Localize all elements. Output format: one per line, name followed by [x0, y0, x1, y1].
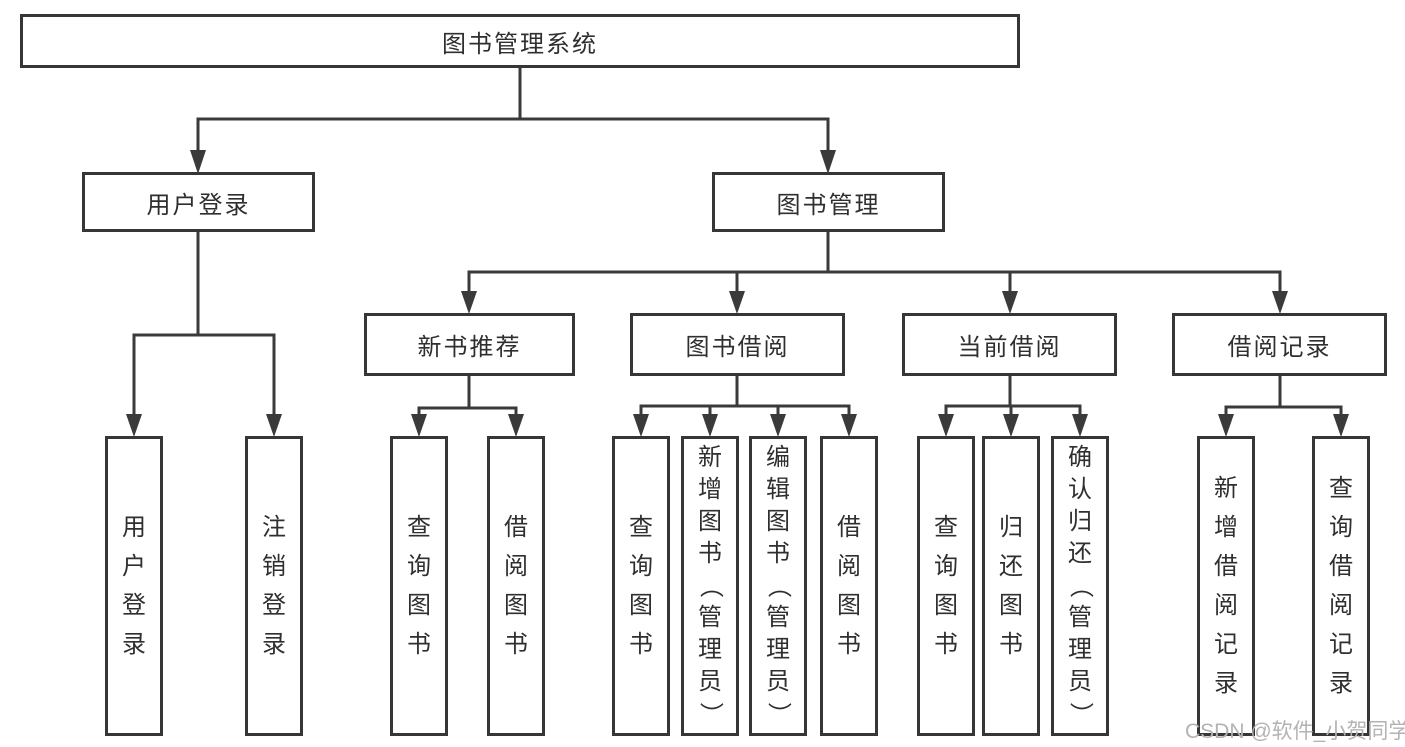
- arrowhead-icon: [266, 414, 282, 437]
- leaf-query-books-current: 查询图书: [917, 436, 975, 736]
- arrowhead-icon: [461, 291, 477, 314]
- arrowhead-icon: [938, 414, 954, 437]
- leaf-return-books: 归还图书: [982, 436, 1040, 736]
- arrowhead-icon: [1333, 414, 1349, 437]
- leaf-query-books-recommend: 查询图书: [390, 436, 448, 736]
- leaf-borrow-books: 借阅图书: [820, 436, 878, 736]
- arrowhead-icon: [841, 414, 857, 437]
- node-current-borrowing: 当前借阅: [902, 313, 1117, 376]
- arrowhead-icon: [702, 414, 718, 437]
- node-user-login-branch: 用户登录: [82, 172, 315, 232]
- arrowheads: [126, 150, 1349, 437]
- leaf-user-login: 用户登录: [105, 436, 163, 736]
- leaf-add-book-admin: 新增图书（管理员）: [681, 436, 739, 736]
- arrowhead-icon: [1272, 291, 1288, 314]
- arrowhead-icon: [820, 150, 836, 174]
- connector-bookmgmt-to-level3: [467, 230, 1282, 295]
- arrowhead-icon: [770, 414, 786, 437]
- leaf-edit-book-admin: 编辑图书（管理员）: [749, 436, 807, 736]
- connector-records-to-leaves: [1224, 374, 1343, 418]
- arrowhead-icon: [1003, 414, 1019, 437]
- node-borrowing-records: 借阅记录: [1172, 313, 1387, 376]
- arrowhead-icon: [633, 414, 649, 437]
- leaf-query-borrow-record: 查询借阅记录: [1312, 436, 1370, 736]
- arrowhead-icon: [1218, 414, 1234, 437]
- node-book-management-branch: 图书管理: [712, 172, 945, 232]
- node-root-system: 图书管理系统: [20, 14, 1020, 68]
- leaf-add-borrow-record: 新增借阅记录: [1197, 436, 1255, 736]
- arrowhead-icon: [411, 414, 427, 437]
- csdn-watermark: CSDN @软件_小贺同学: [1185, 720, 1405, 743]
- node-book-borrowing: 图书借阅: [630, 313, 845, 376]
- arrowhead-icon: [1002, 291, 1018, 314]
- arrowhead-icon: [508, 414, 524, 437]
- arrowhead-icon: [729, 291, 745, 314]
- node-new-book-recommend: 新书推荐: [364, 313, 575, 376]
- leaf-confirm-return-admin: 确认归还（管理员）: [1051, 436, 1109, 736]
- connector-userlogin-to-leaves: [132, 230, 276, 418]
- leaf-borrow-books-recommend: 借阅图书: [487, 436, 545, 736]
- arrowhead-icon: [190, 150, 206, 174]
- leaf-logout: 注销登录: [245, 436, 303, 736]
- arrowhead-icon: [126, 414, 142, 437]
- connector-borrow-to-leaves: [639, 374, 851, 418]
- connector-root-to-level2: [196, 66, 830, 154]
- connector-newbook-to-leaves: [417, 374, 518, 418]
- leaf-query-books-borrow: 查询图书: [612, 436, 670, 736]
- arrowhead-icon: [1072, 414, 1088, 437]
- connector-current-to-leaves: [944, 374, 1082, 418]
